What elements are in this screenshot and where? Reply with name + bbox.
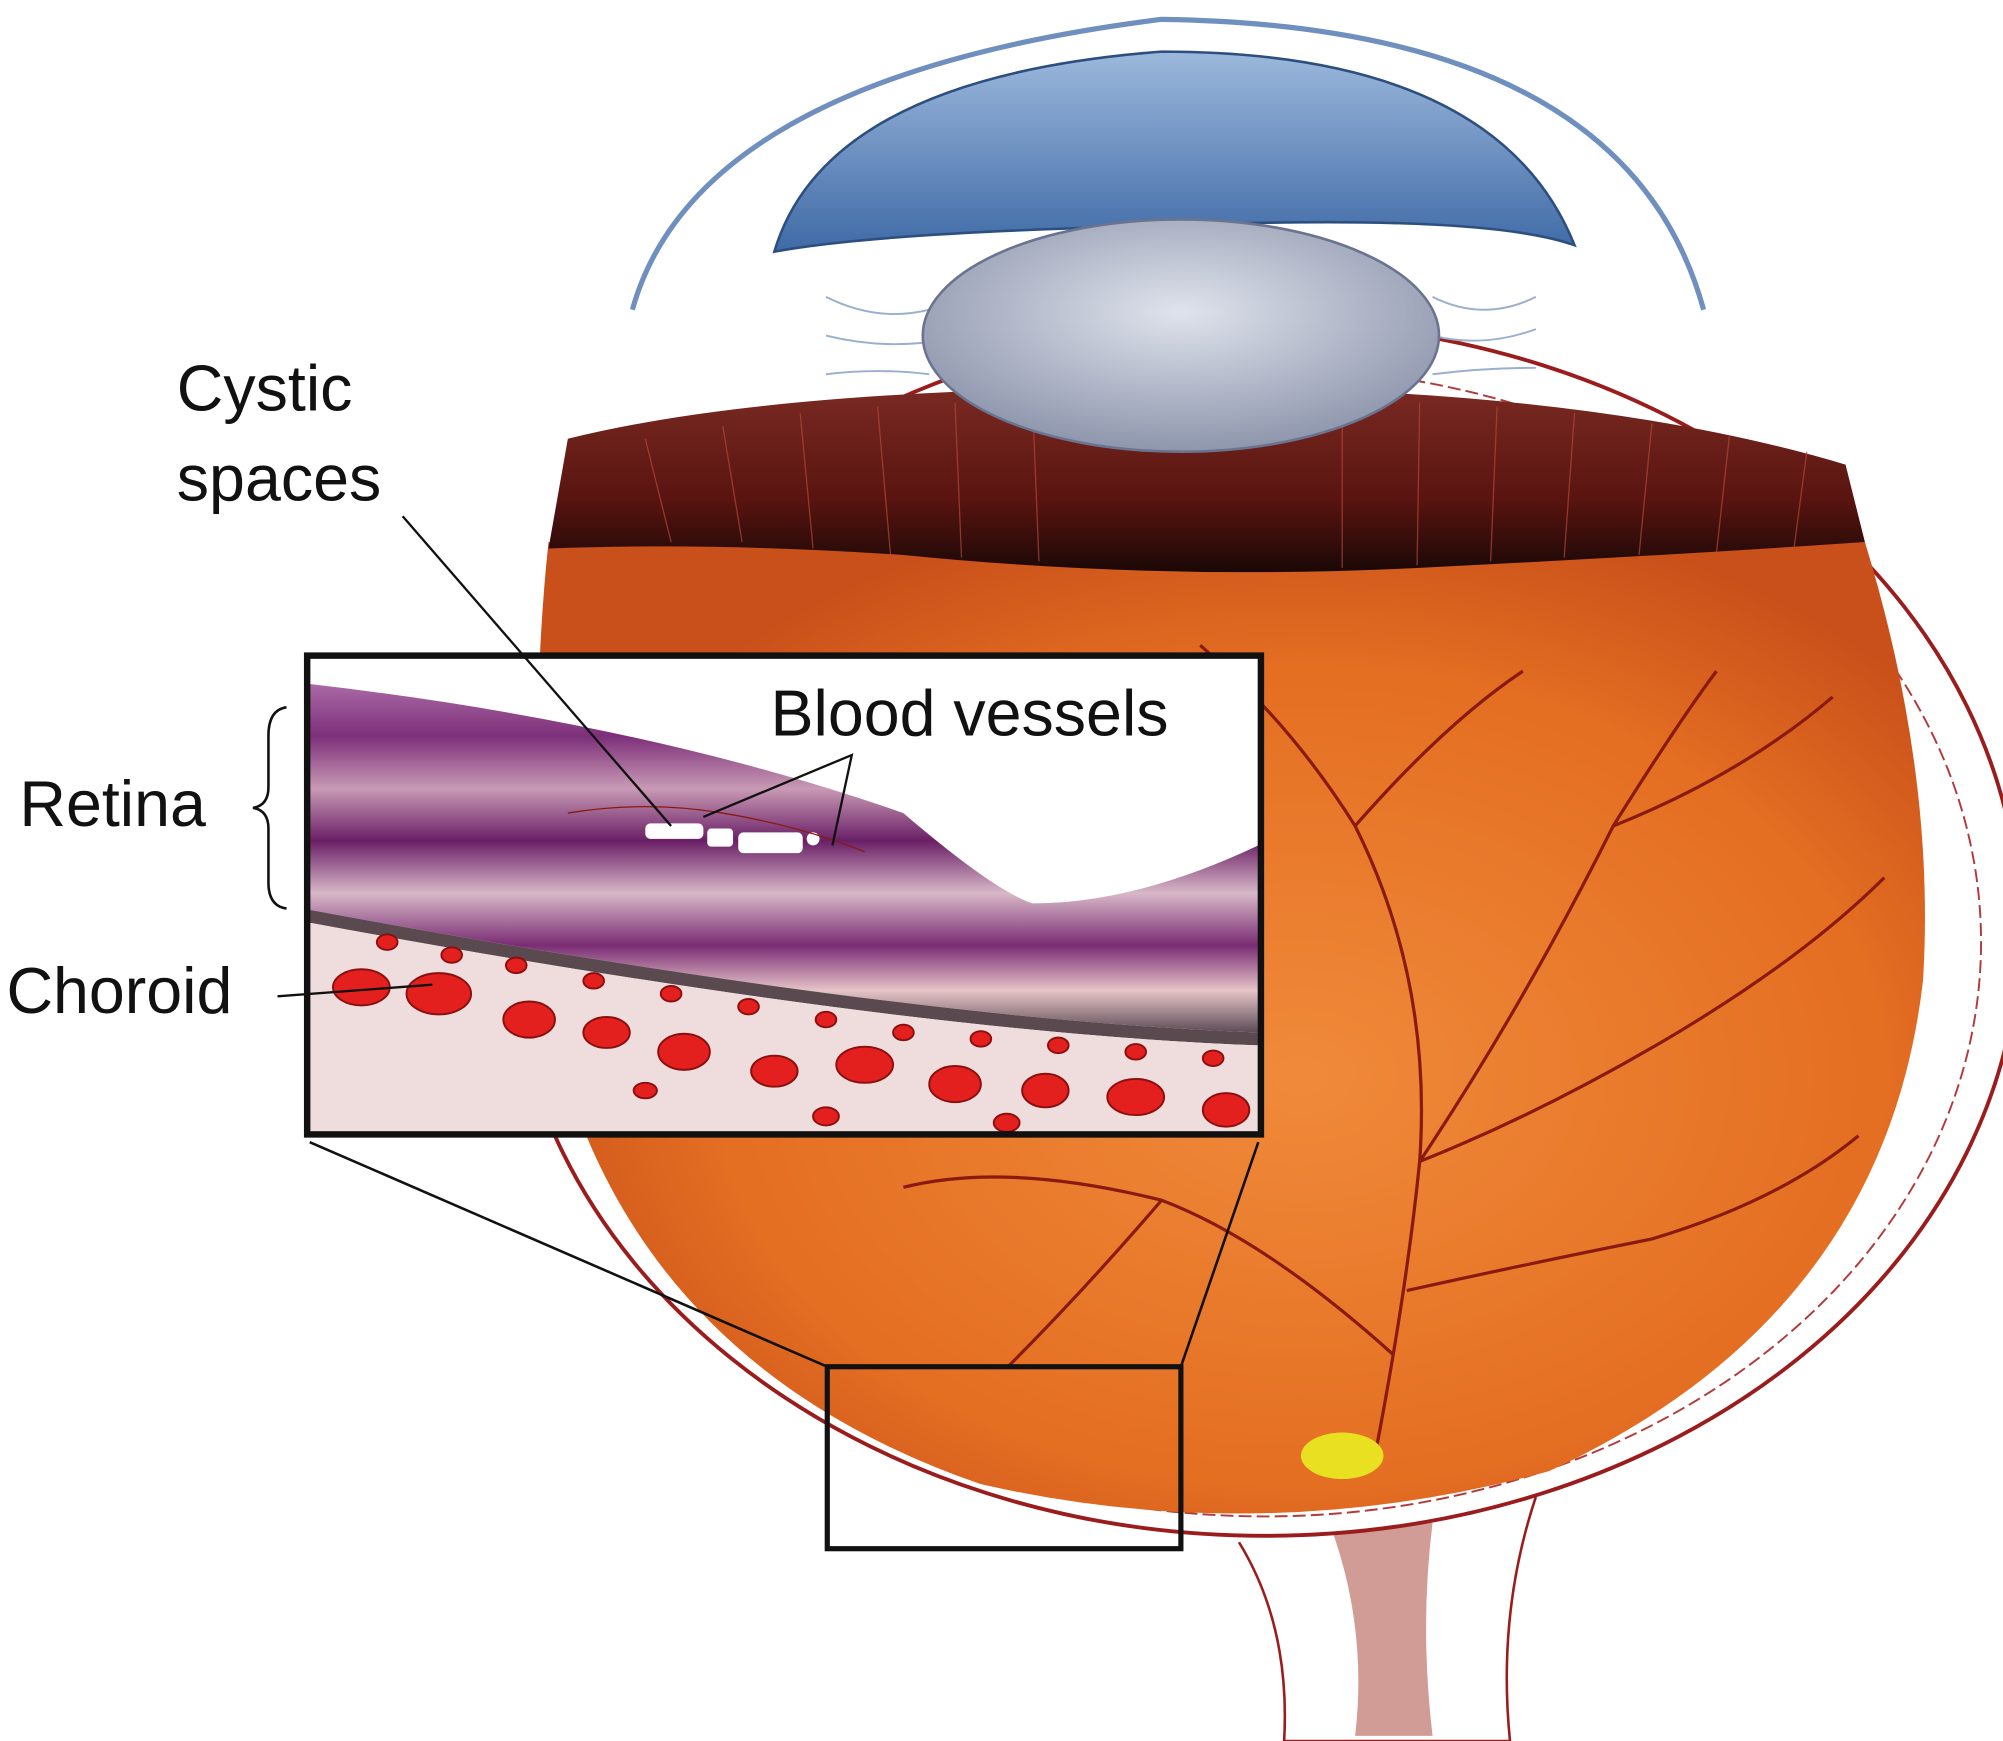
ciliary-processes — [644, 400, 1808, 568]
magnified-region-box — [824, 1364, 1184, 1552]
retinal-blood-vessels — [903, 644, 1886, 1459]
retina-brace — [252, 705, 287, 910]
optic-nerve — [1237, 1496, 1538, 1741]
lens — [921, 218, 1441, 453]
blood-vessels-label: Blood vessels — [770, 678, 1168, 750]
optic-disc — [1300, 1432, 1384, 1480]
blood-vessels-leader — [702, 753, 854, 846]
choroid-leader — [277, 983, 433, 998]
cystic-spaces-label-line2: spaces — [177, 443, 381, 515]
cornea — [772, 50, 1577, 254]
zonules — [825, 295, 1537, 376]
retina-cross-section-inset — [303, 652, 1265, 1138]
retina-label: Retina — [19, 768, 206, 840]
choroid-label: Choroid — [6, 955, 232, 1027]
cystic-spaces-label-line1: Cystic — [177, 352, 353, 424]
ciliary-body — [548, 387, 1865, 573]
cystic-spaces-leader — [401, 515, 672, 827]
cystic-spaces — [645, 823, 820, 854]
retina-layers — [309, 684, 1259, 1033]
choroid-layer — [309, 922, 1259, 1132]
